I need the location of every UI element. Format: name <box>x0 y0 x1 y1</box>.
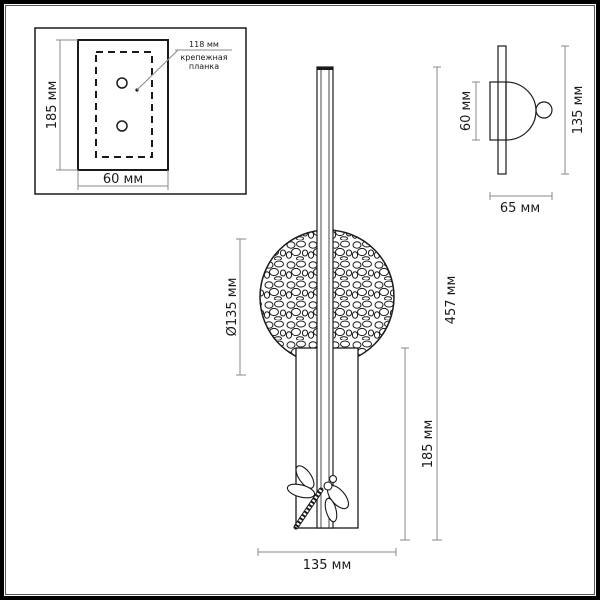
mounting-bracket-dashed <box>95 51 153 158</box>
side-view: 60 мм 135 мм 65 мм <box>459 45 586 216</box>
side-rod <box>497 45 507 175</box>
side-height-label: 135 мм <box>571 86 586 135</box>
side-width-label: 65 мм <box>500 201 540 216</box>
inner-frame <box>5 5 595 595</box>
leader-line <box>136 49 179 91</box>
light-rod <box>316 66 334 529</box>
side-ball <box>535 101 553 119</box>
base-plate-outline <box>77 39 169 171</box>
screw-hole-bottom-icon <box>116 120 128 132</box>
side-dome <box>505 81 537 141</box>
inset-width-label: 60 мм <box>103 172 143 187</box>
front-view: Ø135 мм 457 мм 185 мм 135 мм <box>225 66 459 573</box>
plate-length-label: 118 мм <box>189 40 219 49</box>
plate-name-line2: планка <box>189 62 219 71</box>
inset-height-label: 185 мм <box>45 81 60 130</box>
dragonfly-icon <box>286 465 350 530</box>
body-height-label: 185 мм <box>421 420 436 469</box>
inset-mounting-plate-view: 118 мм крепежная планка 185 мм 60 мм <box>34 27 247 195</box>
screw-hole-top-icon <box>116 77 128 89</box>
front-width-label: 135 мм <box>303 558 352 573</box>
side-depth-label: 60 мм <box>459 91 474 131</box>
total-height-label: 457 мм <box>444 276 459 325</box>
side-base <box>489 81 507 141</box>
inset-box <box>34 27 247 195</box>
diameter-label: Ø135 мм <box>225 278 240 337</box>
plate-name-line1: крепежная <box>180 53 227 62</box>
